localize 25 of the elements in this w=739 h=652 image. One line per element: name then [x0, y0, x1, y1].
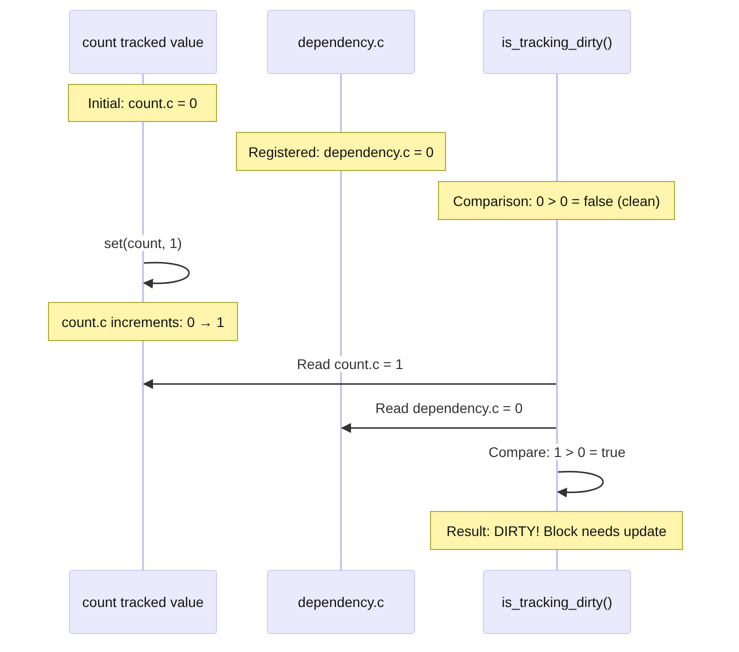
lifeline	[556, 220, 558, 511]
participant-box: dependency.c	[267, 10, 415, 74]
lifeline	[142, 341, 144, 570]
lifeline	[340, 74, 342, 132]
message-arrow	[341, 423, 556, 433]
participant-box: dependency.c	[267, 570, 415, 634]
participant-box: count tracked value	[69, 570, 217, 634]
lifeline	[142, 74, 144, 84]
participant-box: is_tracking_dirty()	[483, 570, 631, 634]
message-label: set(count, 1)	[102, 235, 184, 251]
lifeline	[556, 74, 558, 181]
self-message-arrow	[557, 470, 604, 498]
note-box: count.c increments: 0 → 1	[48, 302, 238, 341]
participant-box: count tracked value	[69, 10, 217, 74]
message-label: Compare: 1 > 0 = true	[486, 444, 628, 460]
self-message-arrow	[143, 262, 190, 288]
lifeline	[556, 550, 558, 570]
lifeline	[340, 171, 342, 570]
note-box: Initial: count.c = 0	[68, 84, 217, 122]
note-box: Comparison: 0 > 0 = false (clean)	[438, 181, 675, 220]
message-arrow	[143, 379, 556, 389]
lifeline	[142, 122, 144, 302]
note-box: Result: DIRTY! Block needs update	[430, 511, 683, 550]
note-box: Registered: dependency.c = 0	[236, 132, 446, 171]
participant-box: is_tracking_dirty()	[483, 10, 631, 74]
